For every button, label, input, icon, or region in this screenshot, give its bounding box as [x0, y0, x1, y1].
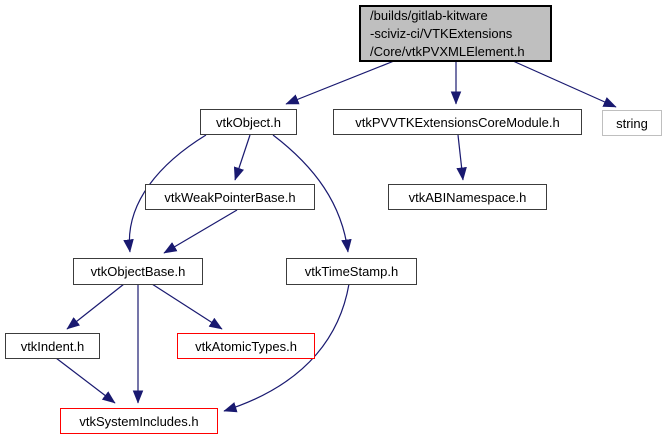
node-vtkpvvtkextensionscoremodule[interactable]: vtkPVVTKExtensionsCoreModule.h: [333, 109, 582, 135]
edge-vtkobject-to-weakpointerbase: [233, 134, 251, 181]
edge-objectbase-to-atomictypes: [151, 283, 223, 330]
node-vtkabinamespace[interactable]: vtkABINamespace.h: [388, 184, 547, 210]
edge-root-to-string: [512, 60, 617, 108]
node-vtksystemincludes[interactable]: vtkSystemIncludes.h: [60, 408, 218, 434]
edge-weakpointerbase-to-objectbase: [163, 209, 238, 254]
node-vtktimestamp[interactable]: vtkTimeStamp.h: [286, 258, 417, 285]
node-vtkweakpointerbase[interactable]: vtkWeakPointerBase.h: [145, 184, 315, 210]
root-path-line-2: -sciviz-ci/VTKExtensions: [370, 25, 513, 41]
root-path-line-3: /Core/vtkPVXMLElement.h: [370, 43, 525, 59]
node-root-vtkpvxmlelement: /builds/gitlab-kitware -sciviz-ci/VTKExt…: [359, 5, 552, 62]
edge-timestamp-to-systemincludes: [223, 283, 350, 413]
edge-objectbase-to-indent: [66, 283, 125, 330]
node-vtkatomictypes[interactable]: vtkAtomicTypes.h: [177, 333, 315, 359]
edge-vtkobject-to-timestamp: [272, 134, 352, 253]
edge-indent-to-systemincludes: [55, 357, 116, 404]
node-vtkindent[interactable]: vtkIndent.h: [5, 333, 100, 359]
edge-root-to-vtkobject: [285, 60, 395, 105]
edge-coremodule-to-abinamespace: [456, 134, 467, 181]
root-path-line-1: /builds/gitlab-kitware: [370, 7, 488, 23]
node-string: string: [602, 110, 662, 136]
node-vtkobject[interactable]: vtkObject.h: [200, 109, 297, 135]
node-vtkobjectbase[interactable]: vtkObjectBase.h: [73, 258, 203, 285]
